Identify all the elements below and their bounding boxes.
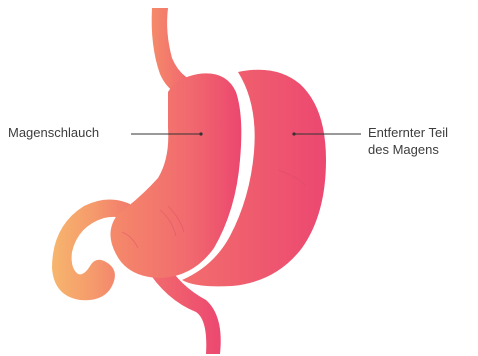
sleeve-leader-dot — [199, 132, 202, 135]
removed-part-label-line1: Entfernter Teil — [368, 124, 448, 141]
removed-part-label: Entfernter Teil des Magens — [368, 124, 448, 158]
removed-part-label-line2: des Magens — [368, 141, 448, 158]
removed-leader-dot — [292, 132, 295, 135]
sleeve-stomach-shape — [110, 73, 241, 278]
sleeve-label: Magenschlauch — [8, 124, 99, 141]
leader-lines — [131, 132, 361, 135]
